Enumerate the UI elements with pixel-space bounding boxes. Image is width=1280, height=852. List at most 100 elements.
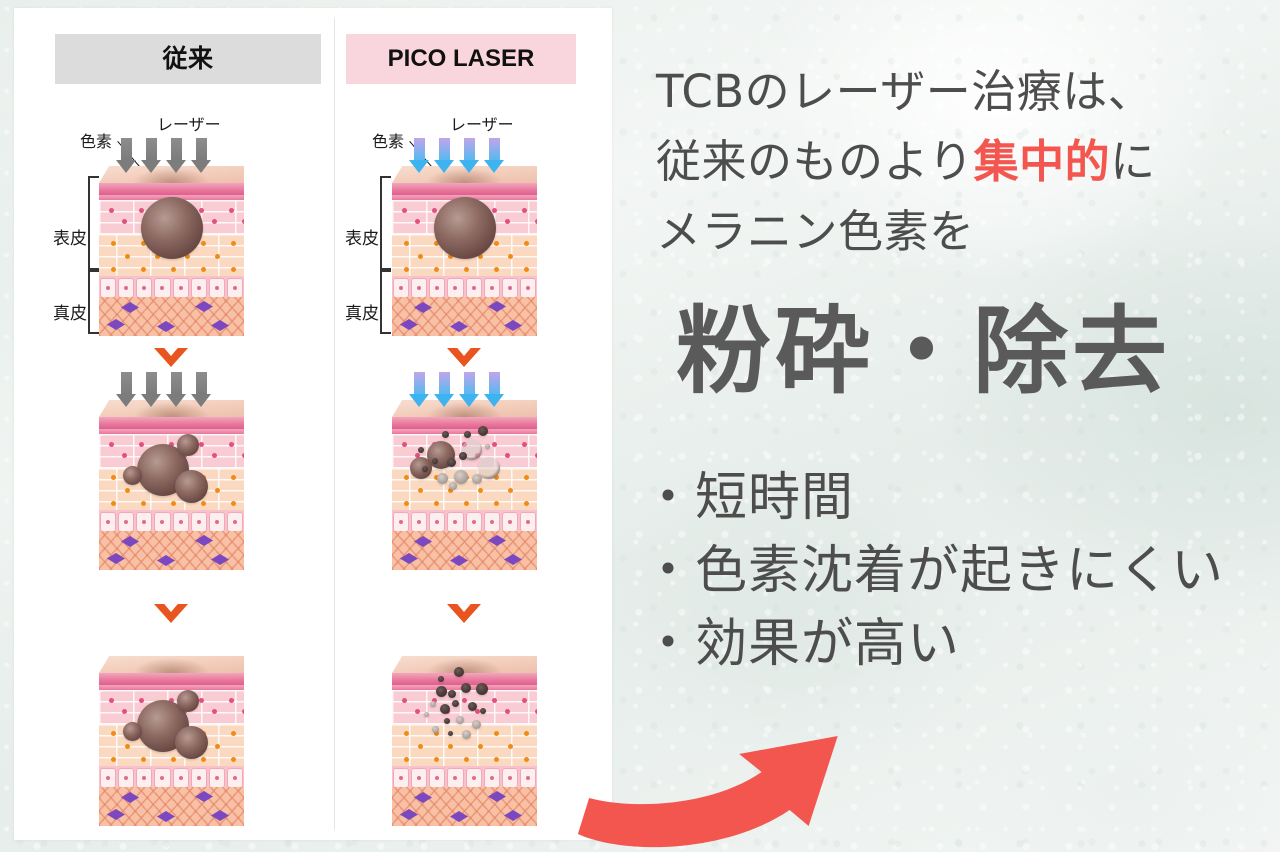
melanin-particle-16 [485,444,490,449]
melanin-particle-2 [177,690,199,712]
melanin-particle-12 [442,431,449,438]
laser-arrow-head [459,160,479,173]
melanin-particle-3 [478,457,500,479]
layer-dermis [392,297,537,336]
melanin-particle-3 [123,722,142,741]
melanin-particle-5 [448,690,456,698]
laser-arrow-head [409,394,429,407]
layer-corneum-b [99,190,244,195]
laser-arrow-1 [409,138,429,173]
skin-surface-shadow [426,658,503,673]
melanin-particle-7 [437,473,448,484]
laser-arrow-shaft [146,372,157,394]
skin-surface [392,656,537,673]
melanin-cluster-conventional-step3 [99,656,244,826]
laser-arrow-shaft [196,138,207,160]
comparison-diagram-card: 従来 PICO LASER レーザー 色素 レーザー 色素 表皮 真皮 表皮 真… [14,8,612,840]
laser-arrow-head [166,394,186,407]
melanin-particle-8 [468,702,477,711]
laser-arrow-shaft [414,138,425,160]
laser-arrow-head [141,394,161,407]
step-chevron-c1-1 [154,343,188,367]
melanin-particle-13 [449,482,457,490]
step-chevron-c2-1 [447,343,481,367]
copy-highlight-shuchuteki: 集中的 [973,135,1111,188]
copy-line-2-prefix: 従来のものより [656,135,974,188]
laser-arrow-3 [459,138,479,173]
layer-corneum-b [392,680,537,685]
laser-arrow-shaft [489,138,500,160]
layer-dermis [392,531,537,570]
laser-arrow-head [166,160,186,173]
laser-arrow-head [459,394,479,407]
copy-line-2-suffix: に [1110,135,1156,188]
laser-arrow-head [116,394,136,407]
laser-arrow-4 [191,138,211,173]
melanin-cluster-pico-step3 [392,656,537,826]
layer-basal-cells [392,276,537,298]
column-divider [334,18,335,830]
layer-corneum-b [99,680,244,685]
copy-line-1: TCBのレーザー治療は、 [656,65,1154,118]
laser-arrow-head [484,160,504,173]
layer-dermis [99,297,244,336]
laser-arrow-shaft [439,372,450,394]
laser-arrow-3 [166,372,186,407]
laser-arrow-head [409,160,429,173]
pigment-label-conventional: 色素 [80,134,113,151]
layer-label-epidermis-pico: 表皮 [345,229,379,248]
laser-arrow-shaft [464,138,475,160]
melanin-particle-12 [472,720,481,729]
melanin-particle-4 [410,457,432,479]
melanin-cluster-conventional-step2 [99,400,244,570]
laser-arrow-head [191,160,211,173]
copy-line-3: メラニン色素を [656,205,975,258]
melanin-particle-2 [436,686,447,697]
laser-arrow-head [434,160,454,173]
laser-arrow-2 [434,138,454,173]
layer-basal-cells [99,766,244,788]
laser-arrow-1 [116,138,136,173]
laser-arrow-1 [116,372,136,407]
melanin-particle-14 [478,426,488,436]
melanin-cluster-pico-step2 [392,400,537,570]
melanin-particle-2 [462,440,482,460]
bracket-dermis-conventional [88,270,99,334]
melanin-particle-9 [430,701,436,707]
laser-arrow-4 [484,138,504,173]
melanin-particle-10 [456,716,464,724]
melanin-particle-6 [447,458,456,467]
benefit-item-2: ・色素沈着が起きにくい [642,541,1224,601]
melanin-particle-18 [438,676,444,682]
laser-arrow-shaft [489,372,500,394]
laser-label-pico: レーザー [450,117,514,134]
layer-corneum-c [99,429,244,434]
melanin-particle-13 [432,726,439,733]
laser-arrow-head [141,160,161,173]
column-header-pico: PICO LASER [346,34,576,84]
layer-dermis [392,787,537,826]
layer-corneum-a [99,417,244,424]
melanin-particle-15 [432,458,438,464]
melanin-particle-8 [464,431,471,438]
benefit-item-1: ・短時間 [642,468,855,528]
melanin-particle-9 [459,452,467,460]
layer-corneum-a [392,183,537,190]
laser-arrow-shaft [464,372,475,394]
laser-arrow-shaft [146,138,157,160]
laser-arrow-head [191,394,211,407]
laser-arrow-shaft [171,372,182,394]
melanin-particle-10 [472,474,482,484]
bracket-epidermis-conventional [88,176,99,270]
laser-arrow-head [434,394,454,407]
column-header-conventional: 従来 [55,34,321,84]
melanin-cluster-pico-step1 [392,166,537,336]
layer-label-dermis-conventional: 真皮 [53,304,87,323]
layer-spinous [392,690,537,724]
layer-corneum-c [99,685,244,690]
melanin-particle-15 [448,731,453,736]
melanin-particle-6 [452,700,459,707]
laser-arrow-shaft [171,138,182,160]
melanin-particle-14 [462,730,471,739]
melanin-particle-16 [424,712,429,717]
